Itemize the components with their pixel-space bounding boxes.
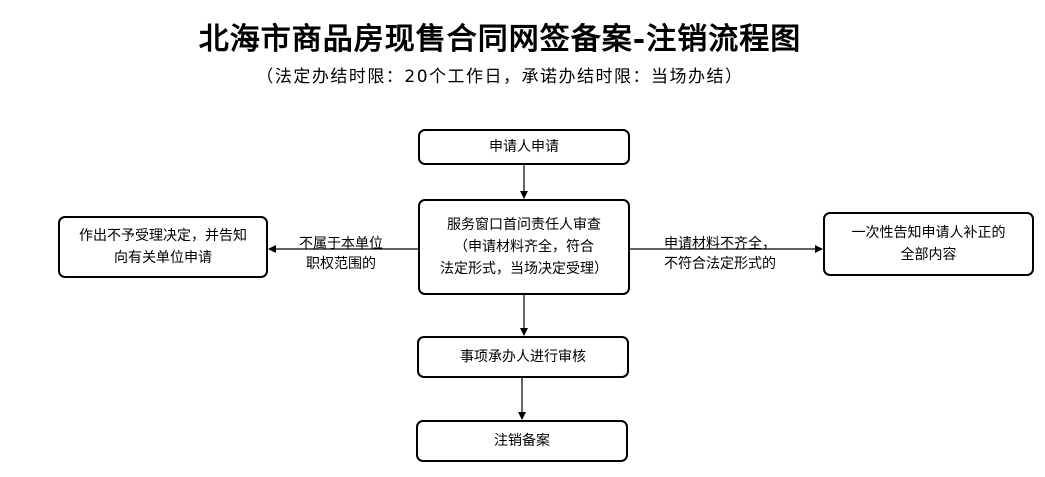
node-audit: 事项承办人进行审核 (417, 336, 629, 378)
node-cancel-record: 注销备案 (416, 420, 628, 462)
node-apply: 申请人申请 (418, 129, 630, 165)
node-reject-decision: 作出不予受理决定，并告知 向有关单位申请 (58, 216, 268, 278)
node-cancel-record-label: 注销备案 (494, 433, 550, 449)
node-audit-label: 事项承办人进行审核 (460, 349, 586, 365)
edge-label-not-in-scope: 不属于本单位 职权范围的 (299, 236, 383, 272)
page-title: 北海市商品房现售合同网签备案-注销流程图 (198, 22, 802, 57)
node-notify-supplement: 一次性告知申请人补正的 全部内容 (823, 212, 1034, 276)
node-notify-supplement-label: 一次性告知申请人补正的 全部内容 (851, 225, 1006, 263)
edge-label-incomplete: 申请材料不齐全， 不符合法定形式的 (664, 236, 776, 272)
node-window-review: 服务窗口首问责任人审查 （申请材料齐全，符合 法定形式，当场决定受理） (418, 199, 630, 295)
page-subtitle: （法定办结时限：20个工作日，承诺办结时限：当场办结） (256, 67, 744, 87)
node-reject-decision-label: 作出不予受理决定，并告知 向有关单位申请 (79, 228, 247, 266)
node-window-review-label: 服务窗口首问责任人审查 （申请材料齐全，符合 法定形式，当场决定受理） (440, 217, 608, 277)
node-apply-label: 申请人申请 (489, 139, 559, 155)
